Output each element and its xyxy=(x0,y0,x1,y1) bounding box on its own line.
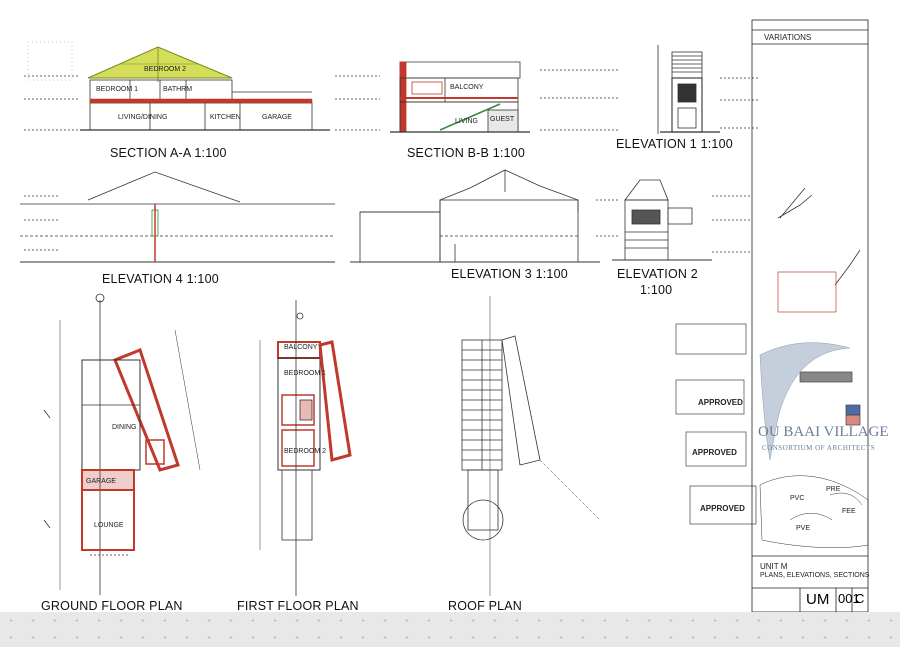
ground-floor-plan-label: GROUND FLOOR PLAN xyxy=(41,599,183,613)
elevation-1-label: ELEVATION 1 1:100 xyxy=(616,137,733,151)
elevation-4-drawing xyxy=(20,171,335,263)
firm-subtitle: CONSORTIUM OF ARCHITECTS xyxy=(762,444,876,452)
map-label: PVE xyxy=(796,525,811,532)
map-label: PVC xyxy=(790,495,805,502)
map-label: PRE xyxy=(826,486,841,493)
elevation-3-drawing xyxy=(350,169,620,263)
room-tag: BEDROOM 1 xyxy=(96,86,139,93)
drawing-linework xyxy=(20,19,869,612)
first-floor-plan-label: FIRST FLOOR PLAN xyxy=(237,599,359,613)
section-aa-drawing xyxy=(24,41,380,131)
room-tag: BEDROOM 2 xyxy=(284,448,327,455)
drawing-title: PLANS, ELEVATIONS, SECTIONS xyxy=(760,572,870,579)
section-bb-drawing xyxy=(390,61,620,133)
first-floor-plan-drawing xyxy=(259,300,352,596)
elevation-1-drawing xyxy=(657,45,760,134)
room-tag: BALCONY xyxy=(284,344,318,351)
elevation-3-label: ELEVATION 3 1:100 xyxy=(451,267,568,281)
roof-plan-label: ROOF PLAN xyxy=(448,599,523,613)
approval-stamp: APPROVED xyxy=(700,504,745,513)
room-tag: KITCHEN xyxy=(210,114,241,121)
room-tag: GARAGE xyxy=(262,114,292,121)
room-tag: LIVING/DINING xyxy=(118,114,168,121)
room-tag: BALCONY xyxy=(450,84,484,91)
title-block-frame xyxy=(751,19,869,612)
room-tag: DINING xyxy=(112,424,137,431)
elevation-2-scale: 1:100 xyxy=(640,283,673,297)
drawing-code: UM xyxy=(806,591,830,608)
logo-swoosh-icon xyxy=(759,342,851,461)
room-tag: BEDROOM 2 xyxy=(144,66,187,73)
unit-label: UNIT M xyxy=(760,562,788,571)
firm-name: OU BAAI VILLAGE xyxy=(758,424,889,440)
room-tag: GARAGE xyxy=(86,478,116,485)
north-arrows xyxy=(777,187,861,286)
elevation-2-drawing xyxy=(612,179,750,261)
room-tag: LOUNGE xyxy=(94,522,124,529)
ground-floor-plan-drawing xyxy=(43,293,201,595)
scan-background-strip xyxy=(0,612,900,647)
drawing-sheet: SECTION A-A 1:100 SECTION B-B 1:100 ELEV… xyxy=(20,19,889,613)
revision-letter: C xyxy=(855,591,865,606)
roof-plan-drawing xyxy=(461,296,601,596)
elevation-4-label: ELEVATION 4 1:100 xyxy=(102,272,219,286)
section-aa-label: SECTION A-A 1:100 xyxy=(110,146,227,160)
room-tag: BATHRM xyxy=(163,86,193,93)
variations-heading: VARIATIONS xyxy=(764,33,812,42)
drawing-number: 001 xyxy=(838,591,860,606)
approval-stamp: APPROVED xyxy=(698,398,743,407)
room-tag: BEDROOM 1 xyxy=(284,370,327,377)
section-bb-label: SECTION B-B 1:100 xyxy=(407,146,526,160)
approval-stamp: APPROVED xyxy=(692,448,737,457)
room-tag: GUEST xyxy=(490,116,515,123)
room-tag: LIVING xyxy=(455,118,478,125)
elevation-2-label: ELEVATION 2 xyxy=(617,267,698,281)
map-label: FEE xyxy=(842,508,856,515)
